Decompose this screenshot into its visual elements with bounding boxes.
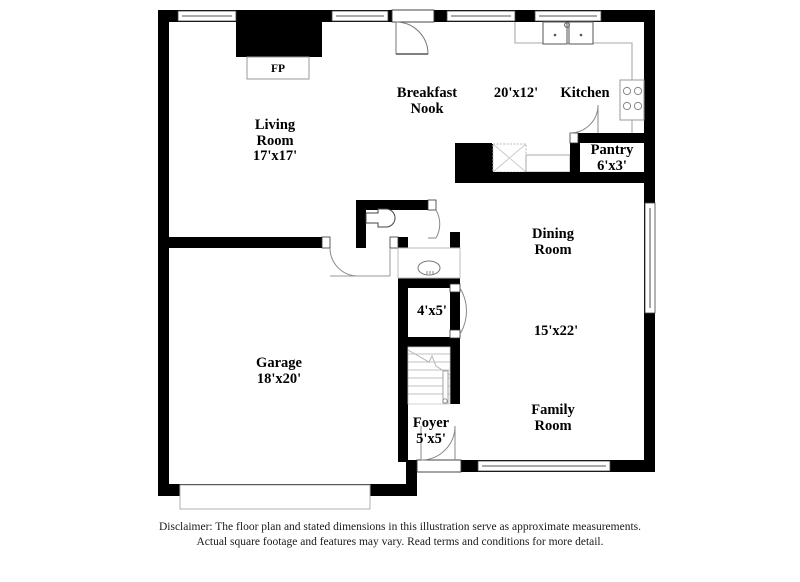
living-room-dimensions: 17'x17': [253, 148, 297, 164]
floor-plan-drawing: FP: [158, 9, 656, 510]
kitchen-casework: [514, 21, 645, 143]
room-label-garage: Garage 18'x20': [256, 355, 302, 387]
nook-exterior-door-icon: [391, 9, 435, 55]
front-door-icon: [416, 425, 462, 473]
bath-door-icon: [427, 199, 441, 239]
dining-room-dimensions: 15'x22': [534, 323, 578, 339]
powder-door-icon: [449, 283, 467, 339]
garage-name: Garage: [256, 355, 302, 371]
breakfast-nook-name-line2: Nook: [410, 101, 444, 117]
living-room-name-line1: Living: [255, 117, 296, 133]
room-label-dining-room: Dining Room 15'x22': [532, 226, 578, 339]
pantry-door-icon: [569, 104, 599, 144]
breakfast-nook-name-line1: Breakfast: [397, 85, 457, 101]
garage-dimensions: 18'x20': [257, 371, 301, 387]
half-bath-dimensions: 4'x5': [417, 303, 447, 319]
disclaimer-line-2: Actual square footage and features may v…: [196, 536, 604, 548]
family-room-name-line2: Room: [534, 418, 571, 434]
pantry-walls: [570, 133, 655, 177]
disclaimer: Disclaimer: The floor plan and stated di…: [0, 520, 800, 550]
kitchen-sink-window-icon: [534, 10, 602, 22]
dining-room-name-line1: Dining: [532, 226, 575, 242]
pantry-dimensions: 6'x3': [597, 158, 627, 174]
room-label-pantry: Pantry 6'x3': [591, 142, 634, 174]
window-group-top: [177, 10, 602, 22]
fireplace-label: FP: [271, 63, 285, 75]
pantry-name: Pantry: [591, 142, 634, 158]
nook-front-window-icon: [331, 10, 389, 22]
room-label-family-room: Family Room: [531, 402, 575, 434]
dining-side-window-icon: [644, 202, 656, 314]
kitchen-range-icon: [619, 79, 645, 121]
room-label-foyer: Foyer 5'x5': [413, 415, 450, 447]
room-label-breakfast-nook: Breakfast Nook: [397, 85, 457, 117]
living-room-name-line2: Room: [256, 133, 293, 149]
kitchen-name: Kitchen: [560, 85, 609, 101]
family-rear-window-icon: [477, 460, 611, 472]
family-room-name-line1: Family: [531, 402, 575, 418]
disclaimer-line-1: Disclaimer: The floor plan and stated di…: [158, 521, 642, 533]
staircase-icon: [407, 346, 451, 405]
garage-entry-door-icon: [321, 236, 399, 277]
fireplace-icon: FP: [236, 21, 322, 80]
foyer-name: Foyer: [413, 415, 450, 431]
kitchen-dimension-label: 20'x12': [494, 85, 538, 101]
room-label-kitchen: Kitchen: [560, 85, 609, 101]
bathroom-toilet-icon: [365, 208, 396, 228]
garage-door-icon: [179, 484, 371, 510]
room-label-living-room: Living Room 17'x17': [253, 117, 297, 164]
living-front-window-icon: [177, 10, 237, 22]
kitchen-sink-icon: [542, 21, 594, 45]
room-label-half-bath: 4'x5': [417, 303, 447, 319]
foyer-dimensions: 5'x5': [416, 431, 446, 447]
bathroom-vanity-icon: [397, 247, 461, 279]
kitchen-dimensions: 20'x12': [494, 85, 538, 101]
kitchen-peninsula: [455, 143, 655, 183]
dishwasher-icon: [492, 143, 527, 173]
kitchen-front-window-icon: [446, 10, 516, 22]
dining-room-name-line2: Room: [534, 242, 571, 258]
